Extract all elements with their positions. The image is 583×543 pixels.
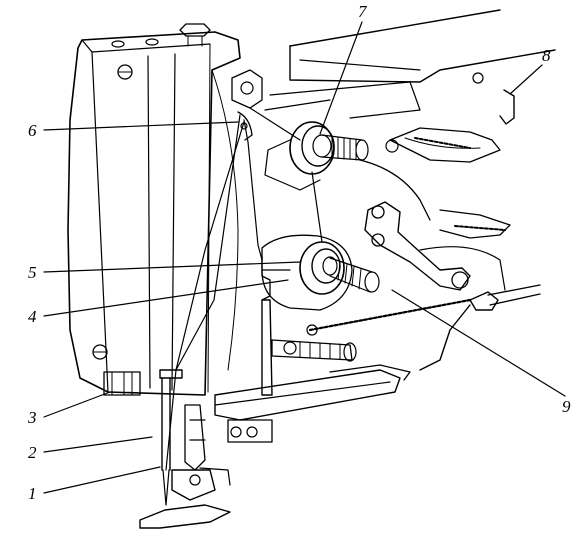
needle-and-presser-foot [103,369,231,529]
lower-thread-tension-assembly [261,234,380,311]
machine-head [67,23,241,396]
take-up-lever [359,159,511,291]
upper-thread-tension-assembly [264,121,369,191]
label-1: 1 [28,484,37,503]
leader-lines [43,21,566,494]
thread-guide-bracket [231,69,263,141]
label-8: 8 [542,46,551,65]
thread-path [165,107,323,471]
label-2: 2 [28,443,37,462]
spring-and-link [306,284,541,371]
label-7: 7 [358,2,368,21]
lower-rod-and-base [214,299,411,443]
label-9: 9 [562,397,571,416]
label-3: 3 [27,408,37,427]
label-5: 5 [28,263,37,282]
label-6: 6 [28,121,37,140]
part-labels: 1 2 3 4 5 6 7 8 9 [27,2,571,503]
screw-top-icon [117,64,133,80]
label-4: 4 [28,307,37,326]
machine-arm [264,9,556,163]
screw-bottom-icon [92,344,108,360]
